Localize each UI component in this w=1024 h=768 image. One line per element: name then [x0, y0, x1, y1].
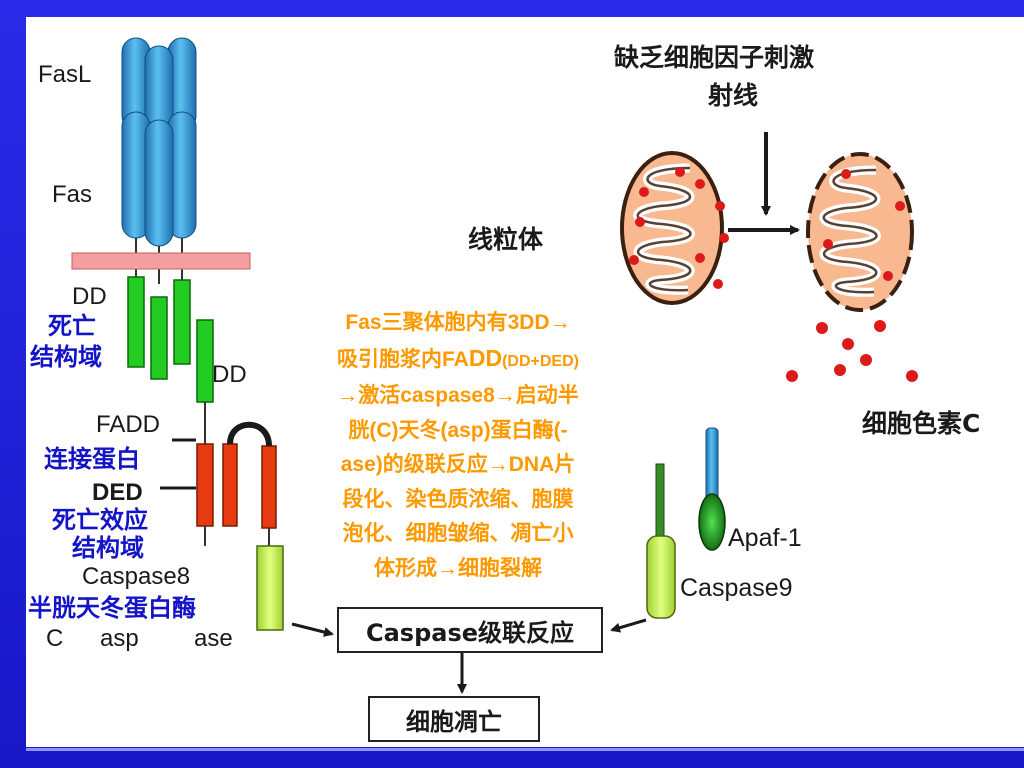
- desc-line-6: 段化、染色质浓缩、胞膜: [342, 487, 574, 511]
- mechanism-description: Fas三聚体胞内有3DD→ 吸引胞浆内FADD(DD+DED) →激活caspa…: [282, 306, 634, 586]
- desc-line-1: Fas三聚体胞内有3DD→: [345, 311, 571, 334]
- label-stimulus-2: 射线: [707, 81, 758, 110]
- death-domains: [127, 276, 214, 444]
- desc-line-5: ase)的级联反应→DNA片: [340, 453, 576, 476]
- desc-line-3: →激活caspase8→启动半: [337, 384, 579, 407]
- desc-line-4: 胱(C)天冬(asp)蛋白酶(-: [348, 418, 568, 442]
- label-ded: DED: [92, 479, 143, 506]
- label-death-effector-2: 结构域: [72, 533, 144, 562]
- label-stimulus-1: 缺乏细胞因子刺激: [614, 43, 814, 72]
- bottom-divider: [26, 748, 1024, 751]
- label-apaf1: Apaf-1: [728, 524, 802, 552]
- label-fadd: FADD: [96, 411, 160, 438]
- desc-line-2: 吸引胞浆内FADD(DD+DED): [337, 344, 579, 371]
- label-death-domain-1: 死亡: [48, 311, 96, 340]
- label-cytochrome-c: 细胞色素C: [862, 409, 980, 438]
- label-death-effector-1: 死亡效应: [52, 505, 148, 534]
- label-asp: asp: [100, 625, 139, 652]
- label-caspase9: Caspase9: [680, 574, 793, 602]
- ded-domains: [196, 421, 277, 546]
- mitochondrion-intact: [620, 151, 729, 305]
- fasl-trimer: [121, 37, 197, 131]
- label-cysteine-protease: 半胱天冬蛋白酶: [28, 593, 196, 622]
- label-caspase8: Caspase8: [82, 563, 190, 590]
- label-ase: ase: [194, 625, 233, 652]
- label-adaptor-protein: 连接蛋白: [44, 444, 140, 473]
- arrow-caspase9-to-cascade: [610, 618, 647, 633]
- cell-membrane: [71, 252, 251, 270]
- cytochrome-c-particles: [786, 320, 918, 382]
- caspase8-body: [256, 545, 284, 631]
- label-fasl: FasL: [38, 61, 91, 88]
- mitochondrion-damaged: [806, 152, 914, 312]
- caspase-cascade-box: Caspase级联反应: [337, 607, 603, 653]
- caspase9-molecule: [646, 463, 676, 619]
- label-mitochondria: 线粒体: [468, 225, 544, 254]
- desc-line-7: 泡化、细胞皱缩、凋亡小: [342, 522, 574, 545]
- label-death-domain-2: 结构域: [30, 342, 102, 371]
- label-dd-right: DD: [212, 361, 247, 388]
- apoptosis-box: 细胞凋亡: [368, 696, 540, 742]
- label-dd-top: DD: [72, 283, 107, 310]
- desc-line-8: 体形成→细胞裂解: [374, 556, 542, 580]
- apaf1-molecule: [698, 427, 726, 551]
- label-fas: Fas: [52, 181, 92, 208]
- arrow-caspase8-to-cascade: [291, 622, 334, 637]
- label-c: C: [46, 625, 63, 652]
